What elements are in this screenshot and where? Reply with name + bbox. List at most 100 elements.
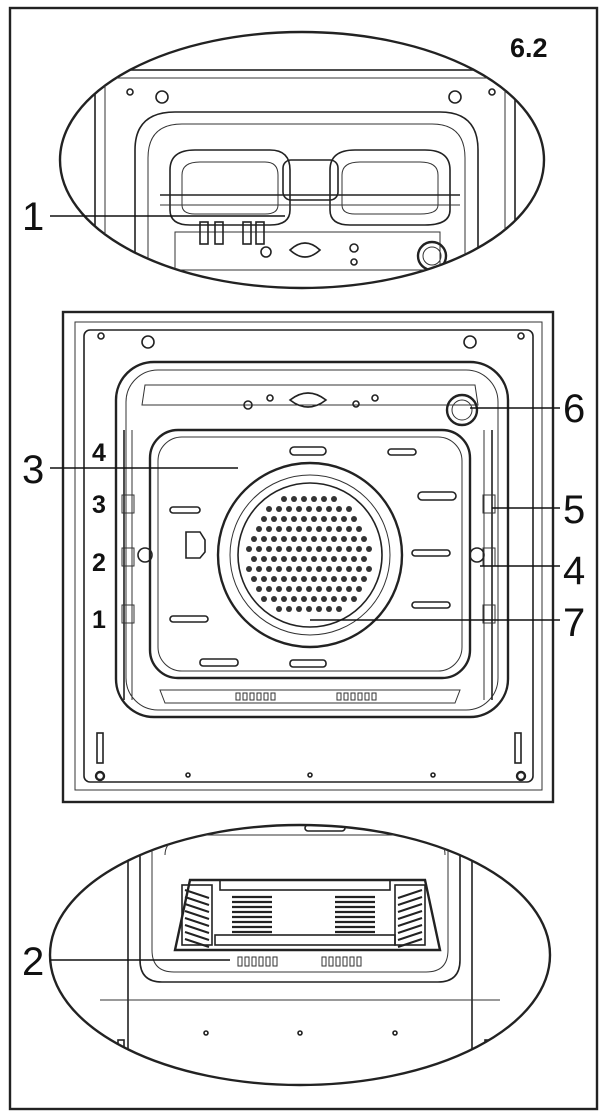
fan-hole [341,536,347,542]
fan-hole [276,546,282,552]
fan-hole [301,536,307,542]
fan-hole [271,596,277,602]
fan-hole [271,556,277,562]
fan-hole [301,596,307,602]
fan-hole [296,566,302,572]
fan-hole [286,506,292,512]
fan-hole [266,566,272,572]
fan-hole [276,526,282,532]
fan-hole [311,516,317,522]
fan-hole [351,596,357,602]
fan-hole [341,576,347,582]
vent-slot [328,956,334,967]
fan-hole [261,536,267,542]
fan-hole [316,586,322,592]
figure-number: 6.2 [510,33,548,63]
fan-cover [216,461,404,649]
callout-5: 5 [563,488,585,532]
fan-hole [311,556,317,562]
vent-slot [356,956,362,967]
fan-hole [336,566,342,572]
fan-hole [261,516,267,522]
vent-slot [321,956,327,967]
callout-7: 7 [563,601,585,645]
vent-slot [235,692,241,701]
fan-hole [311,536,317,542]
fan-hole [301,556,307,562]
element-rib [184,931,210,941]
callout-3: 3 [22,448,44,492]
fan-hole [366,566,372,572]
vent-slot [258,956,264,967]
fan-hole [296,606,302,612]
vent-slot [357,692,363,701]
fan-hole [291,576,297,582]
vent-slot [364,692,370,701]
fan-hole [251,556,257,562]
fan-hole [361,556,367,562]
element-rib [184,896,210,906]
top-detail-view: 1 [22,30,546,290]
fan-hole [271,576,277,582]
fan-hole [306,546,312,552]
vent-slot [249,692,255,701]
fan-hole [286,606,292,612]
callout-6: 6 [563,387,585,431]
fan-hole [266,506,272,512]
fan-hole [286,586,292,592]
fan-hole [326,606,332,612]
fan-hole [346,546,352,552]
callout-1: 1 [22,195,44,239]
fan-hole [356,586,362,592]
fan-hole [286,566,292,572]
element-rib [397,917,423,927]
fan-hole [306,606,312,612]
fan-hole [336,506,342,512]
oven-lamp [445,393,479,427]
fan-hole [356,566,362,572]
fan-hole [321,596,327,602]
fan-hole [341,596,347,602]
fan-hole [256,586,262,592]
element-rib [397,931,423,941]
fan-hole [246,566,252,572]
fan-hole [351,536,357,542]
fan-hole [281,556,287,562]
fan-hole [306,526,312,532]
fan-hole [266,526,272,532]
fan-hole [361,576,367,582]
fan-hole [321,556,327,562]
vent-slot [343,692,349,701]
fan-hole [291,496,297,502]
vent-slot [263,692,269,701]
fan-hole [261,576,267,582]
vent-slot [371,692,377,701]
oven-cavity-view: 3 6 5 4 7 4 3 2 1 [22,310,585,804]
fan-hole [311,496,317,502]
fan-hole [276,586,282,592]
fan-hole [346,586,352,592]
fan-hole [346,526,352,532]
vent-slot [349,956,355,967]
vent-slot [265,956,271,967]
fan-hole [286,546,292,552]
fan-hole [286,526,292,532]
fan-hole [306,566,312,572]
fan-hole [291,556,297,562]
fan-hole [271,516,277,522]
shelf-level-4: 4 [92,439,106,467]
element-rib [397,924,423,934]
fan-hole [351,576,357,582]
fan-hole [336,546,342,552]
shelf-level-3: 3 [92,491,106,519]
fan-hole [261,556,267,562]
fan-hole [251,536,257,542]
fan-hole [321,576,327,582]
fan-hole [341,516,347,522]
bottom-heating-element [173,878,442,952]
fan-hole [271,536,277,542]
fan-hole [261,596,267,602]
fan-hole [246,546,252,552]
fan-hole [326,586,332,592]
element-rib [184,924,210,934]
